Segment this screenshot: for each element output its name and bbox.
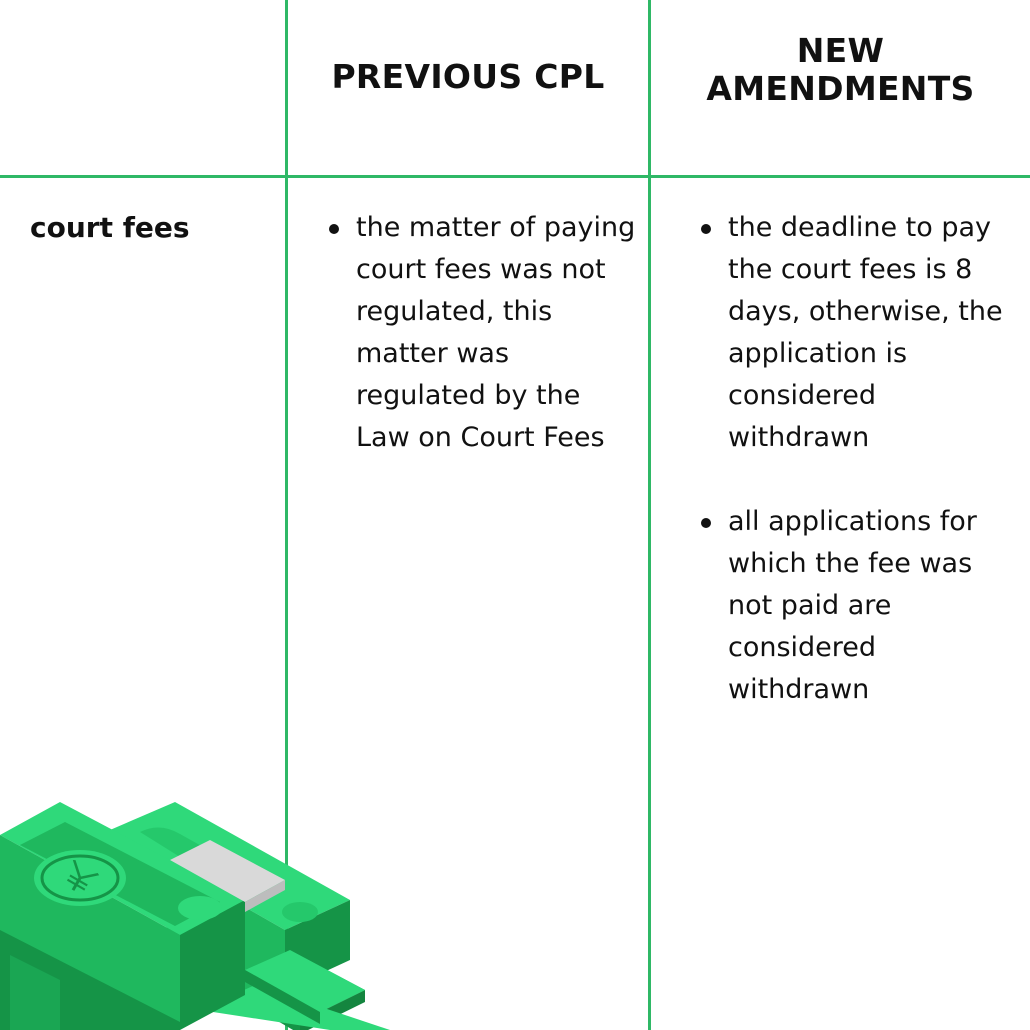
header-previous-cpl: PREVIOUS CPL [331, 57, 605, 96]
header-new-line-2: AMENDMENTS [706, 69, 975, 108]
header-new-amendments: NEW AMENDMENTS [651, 32, 1030, 108]
money-stack-icon [0, 802, 390, 1030]
header-new-line-1: NEW [796, 31, 885, 70]
column-divider [285, 0, 288, 1030]
header-divider [0, 175, 1030, 178]
list-item: the deadline to pay the court fees is 8 … [698, 207, 1018, 459]
list-item: the matter of paying court fees was not … [326, 207, 636, 459]
column-divider [648, 0, 651, 1030]
list-item: all applications for which the fee was n… [698, 501, 1018, 711]
previous-cpl-list: the matter of paying court fees was not … [326, 207, 636, 501]
row-label-court-fees: court fees [30, 211, 190, 244]
new-amendments-list: the deadline to pay the court fees is 8 … [698, 207, 1018, 753]
